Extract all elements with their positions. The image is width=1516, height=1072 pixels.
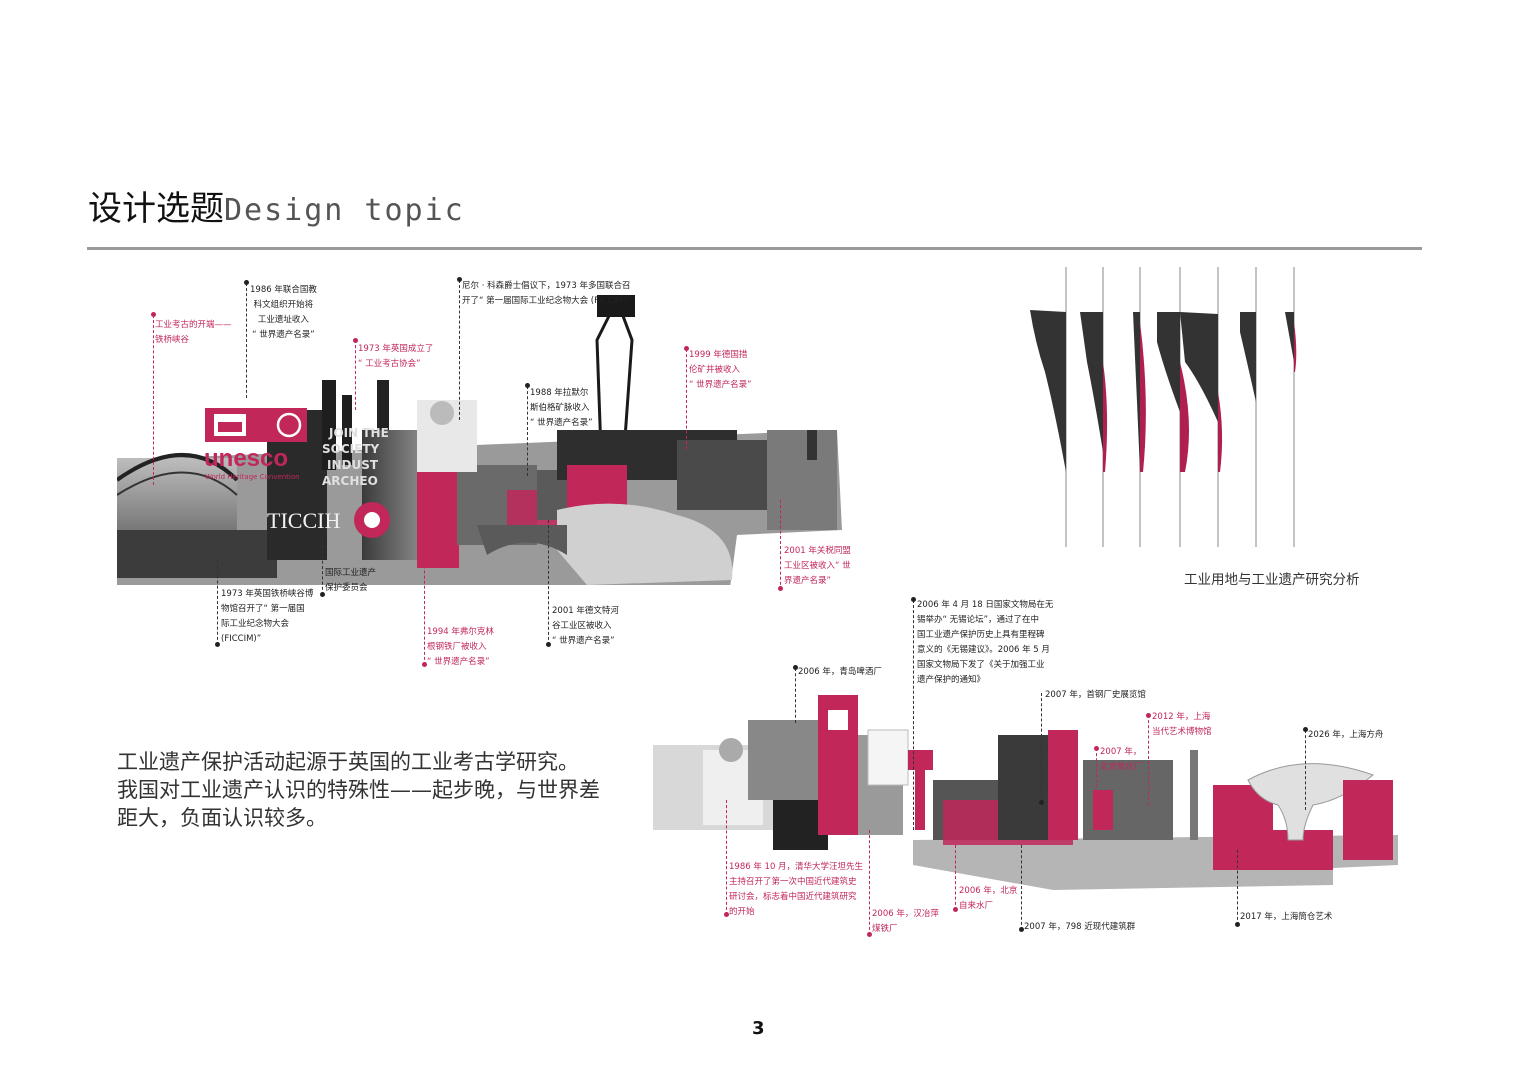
poster-text-2: SOCIETY	[322, 442, 380, 456]
annotation-unesco-1986: 1986 年联合国教 科文组织开始将 工业遗址收入 “ 世界遗产名录”	[250, 285, 317, 340]
annotation-wuxi-2006: 2006 年 4 月 18 日国家文物局在无 锡举办“ 无锡论坛”，通过了在中 …	[917, 600, 1054, 685]
collage-top-image: unesco World Heritage Convention TICCIH …	[117, 280, 842, 585]
annotation-rammelsberg-1988: 1988 年拉默尔 斯伯格矿脉收入 “ 世界遗产名录”	[530, 388, 593, 428]
leader-line	[217, 560, 218, 645]
chart-caption: 工业用地与工业遗产研究分析	[1184, 572, 1360, 588]
annotation-ticcih: 国际工业遗产 保护委员会	[325, 568, 377, 593]
analysis-chart	[1025, 262, 1325, 552]
annotation-uk-1973-association: 1973 年英国成立了 “ 工业考古协会”	[358, 344, 434, 369]
annotation-798-2007: 2007 年，798 近现代建筑群	[1024, 922, 1136, 932]
title-divider	[87, 247, 1422, 250]
leader-dot	[1303, 727, 1308, 732]
leader-line	[1148, 715, 1149, 805]
collage-bottom-image	[653, 690, 1398, 890]
leader-dot	[1235, 922, 1240, 927]
leader-line	[955, 845, 956, 910]
annotation-ironbridge: 工业考古的开端—— 铁桥峡谷	[155, 320, 232, 345]
leader-line	[686, 349, 687, 449]
annotation-shanghai-ark-2026: 2026 年，上海方舟	[1308, 730, 1384, 740]
leader-line	[355, 340, 356, 410]
annotation-qingdao-2006: 2006 年，青岛啤酒厂	[798, 667, 882, 677]
leader-line	[726, 800, 727, 915]
annotation-neil-1973: 尼尔 · 科森爵士倡议下，1973 年多国联合召 开了“ 第一届国际工业纪念物大…	[462, 281, 631, 306]
leader-dot	[778, 586, 783, 591]
leader-dot	[353, 338, 358, 343]
annotation-voelklingen-1994: 1994 年弗尔克林 根钢铁厂被收入 “ 世界遗产名录”	[427, 627, 494, 667]
leader-line	[913, 600, 914, 830]
leader-line	[1237, 850, 1238, 925]
title-en: Design topic	[224, 193, 465, 228]
leader-line	[246, 283, 247, 398]
leader-dot	[1094, 746, 1099, 751]
leader-dot	[244, 280, 249, 285]
annotation-beijing-water-2006: 2006 年，北京 自来水厂	[959, 886, 1018, 911]
leader-line	[153, 315, 154, 485]
body-paragraph-2: 我国对工业遗产认识的特殊性——起步晚，与世界差距大，负面认识较多。	[117, 778, 600, 830]
leader-dot	[151, 312, 156, 317]
unesco-logo-text: unesco	[204, 445, 289, 472]
body-paragraph-1: 工业遗产保护活动起源于英国的工业考古学研究。	[117, 750, 579, 774]
leader-line	[459, 280, 460, 420]
leader-dot	[953, 907, 958, 912]
leader-dot	[457, 277, 462, 282]
annotation-hanyeping-2006: 2006 年，汉冶萍 煤铁厂	[872, 909, 939, 934]
leader-dot	[215, 642, 220, 647]
annotation-beijing-coking-2007: 2007 年， 北京焦化厂	[1100, 747, 1143, 772]
leader-line	[322, 540, 323, 595]
page-title: 设计选题Design topic	[88, 192, 465, 226]
body-text: 工业遗产保护活动起源于英国的工业考古学研究。 我国对工业遗产认识的特殊性——起步…	[117, 748, 607, 832]
annotation-derwent-2001: 2001 年德文特河 谷工业区被收入 “ 世界遗产名录”	[552, 606, 619, 646]
ticcih-logo-text: TICCIH	[267, 508, 341, 533]
annotation-tsinghua-1986: 1986 年 10 月，清华大学汪坦先生 主持召开了第一次中国近代建筑史 研讨会…	[729, 862, 864, 917]
leader-dot	[546, 642, 551, 647]
leader-dot	[684, 346, 689, 351]
annotation-zollern-1999: 1999 年德国措 伦矿井被收入 “ 世界遗产名录”	[689, 350, 752, 390]
poster-text-3: INDUST	[327, 458, 379, 472]
leader-line	[424, 535, 425, 665]
leader-line	[1096, 748, 1097, 808]
poster-text-4: ARCHEO	[322, 474, 378, 488]
leader-dot	[1019, 927, 1024, 932]
leader-dot	[525, 383, 530, 388]
leader-dot	[911, 597, 916, 602]
leader-dot	[320, 592, 325, 597]
leader-line	[1305, 730, 1306, 810]
poster-text-1: JOIN THE	[329, 426, 389, 440]
leader-dot	[793, 665, 798, 670]
unesco-subtitle: World Heritage Convention	[205, 473, 300, 481]
page-number: 3	[752, 1018, 765, 1039]
leader-line	[1021, 845, 1022, 930]
leader-line	[548, 520, 549, 645]
leader-dot	[422, 662, 427, 667]
annotation-shanghai-2012: 2012 年，上海 当代艺术博物馆	[1152, 712, 1212, 737]
annotation-shougang-2007: 2007 年，首钢厂史展览馆	[1045, 690, 1146, 700]
leader-line	[1041, 693, 1042, 803]
leader-dot	[1039, 800, 1044, 805]
title-zh: 设计选题	[88, 189, 224, 229]
annotation-uk-1973-museum: 1973 年英国铁桥峡谷博 物馆召开了“ 第一届国 际工业纪念物大会 (FICC…	[221, 589, 314, 644]
leader-line	[527, 386, 528, 476]
annotation-shanghai-silo-2017: 2017 年，上海筒仓艺术	[1240, 912, 1333, 922]
leader-dot	[867, 932, 872, 937]
annotation-zollverein-2001: 2001 年关税同盟 工业区被收入“ 世 界遗产名录”	[784, 546, 851, 586]
leader-dot	[1146, 713, 1151, 718]
leader-dot	[724, 912, 729, 917]
leader-line	[795, 668, 796, 723]
leader-line	[869, 830, 870, 935]
leader-line	[780, 500, 781, 590]
